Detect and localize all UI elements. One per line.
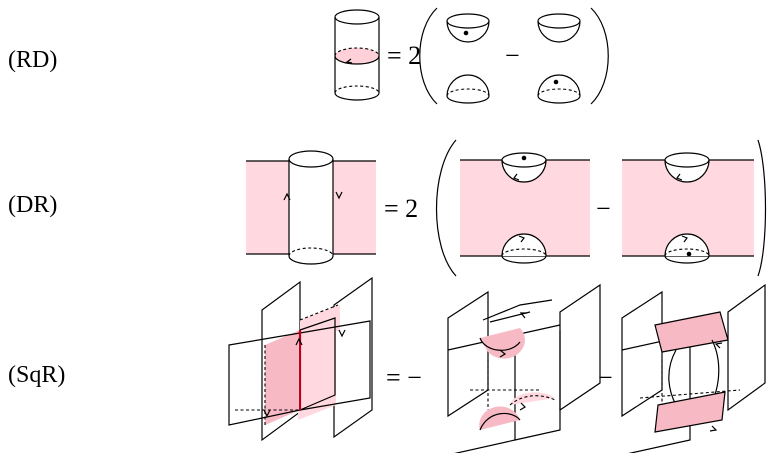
rd-cap: [446, 74, 490, 104]
rd-left-paren: [419, 7, 438, 105]
sqr-term-one: [447, 283, 601, 453]
dr-equals-two: = 2: [384, 194, 418, 223]
relation-label-dr: (DR): [8, 192, 57, 218]
rd-cap-with-dot: [537, 74, 581, 104]
dr-tube-diagram: [246, 143, 376, 265]
sqr-square-diagram: [228, 276, 373, 442]
relation-label-sqr: (SqR): [8, 362, 65, 388]
dr-left-paren: [436, 139, 457, 277]
rd-cup: [537, 13, 581, 43]
rd-equals-two: = 2: [387, 41, 421, 70]
rd-cup-with-dot: [446, 13, 490, 43]
sqr-equals-minus: = −: [386, 363, 422, 392]
dr-term-one: [460, 152, 590, 264]
rd-right-paren: [590, 7, 609, 105]
rd-cylinder: [334, 9, 380, 101]
dr-minus: −: [596, 194, 611, 223]
dr-right-paren: [757, 139, 767, 277]
relation-label-rd: (RD): [8, 47, 57, 73]
dr-term-two: [622, 152, 754, 264]
sqr-minus: −: [598, 363, 613, 392]
sqr-term-two: [621, 283, 766, 453]
rd-minus: −: [505, 41, 520, 70]
